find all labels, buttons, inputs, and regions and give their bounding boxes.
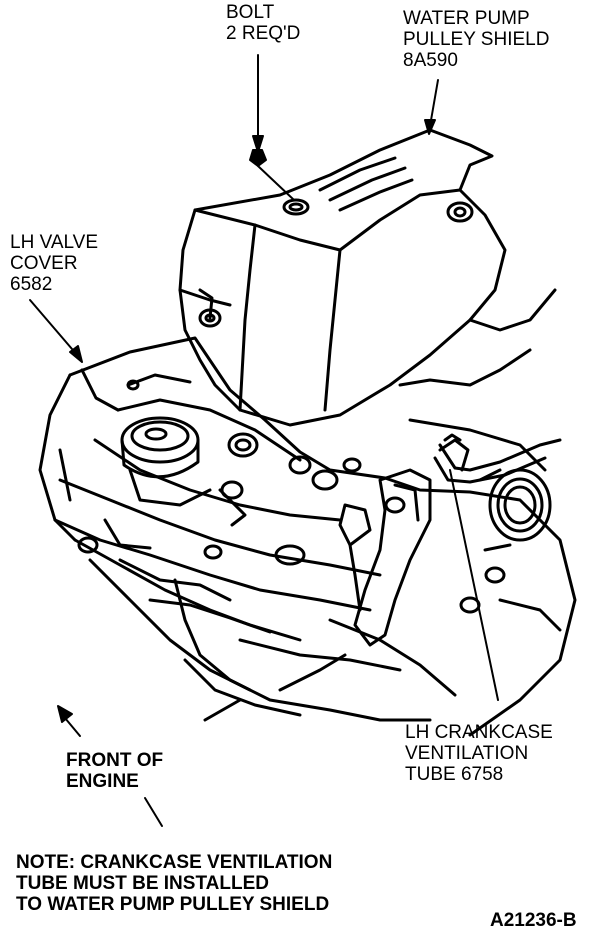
shield-mounting-holes	[198, 198, 474, 328]
valve-cover-callout-line-2: COVER	[10, 253, 78, 274]
front-of-engine-line-1: FRONT OF	[66, 750, 164, 771]
pulley-shield-callout-line-1: WATER PUMP	[403, 8, 530, 29]
valve-cover-callout: LH VALVE COVER 6582	[10, 232, 98, 295]
vent-tube-callout-line-3: TUBE 6758	[405, 764, 504, 785]
installation-note-line-2: TUBE MUST BE INSTALLED	[16, 873, 269, 894]
water-pump-pulley-shield	[178, 128, 557, 427]
installation-note: NOTE: CRANKCASE VENTILATION TUBE MUST BE…	[16, 852, 332, 915]
front-of-engine-line-2: ENGINE	[66, 771, 139, 792]
valve-cover-callout-line-1: LH VALVE	[10, 232, 99, 253]
oil-filler-cap	[120, 416, 212, 507]
vent-tube-callout-line-1: LH CRANKCASE	[405, 722, 553, 743]
vent-tube-callout-line-2: VENTILATION	[405, 743, 529, 764]
installation-note-line-1: NOTE: CRANKCASE VENTILATION	[16, 852, 333, 873]
pulley-shield-callout-line-2: PULLEY SHIELD	[403, 29, 550, 50]
lh-valve-cover	[38, 336, 577, 737]
pulley-shield-callout-line-3: 8A590	[403, 50, 458, 71]
lh-crankcase-ventilation-tube	[433, 433, 562, 484]
vent-tube-callout: LH CRANKCASE VENTILATION TUBE 6758	[405, 722, 553, 785]
installation-note-line-3: TO WATER PUMP PULLEY SHIELD	[16, 894, 330, 915]
front-of-engine-callout: FRONT OF ENGINE	[66, 750, 163, 792]
bolt-callout-line-2: 2 REQ'D	[226, 23, 301, 44]
bolt-callout-line-1: BOLT	[226, 2, 275, 23]
bolt-callout: BOLT 2 REQ'D	[226, 2, 300, 44]
leader-lines	[29, 54, 499, 827]
valve-cover-callout-line-3: 6582	[10, 274, 53, 295]
pulley-bracket	[338, 418, 547, 647]
valve-cover-bolts	[77, 379, 362, 566]
figure-id: A21236-B	[490, 910, 577, 931]
thermostat-housing	[459, 468, 562, 632]
pulley-shield-callout: WATER PUMP PULLEY SHIELD 8A590	[403, 8, 549, 71]
